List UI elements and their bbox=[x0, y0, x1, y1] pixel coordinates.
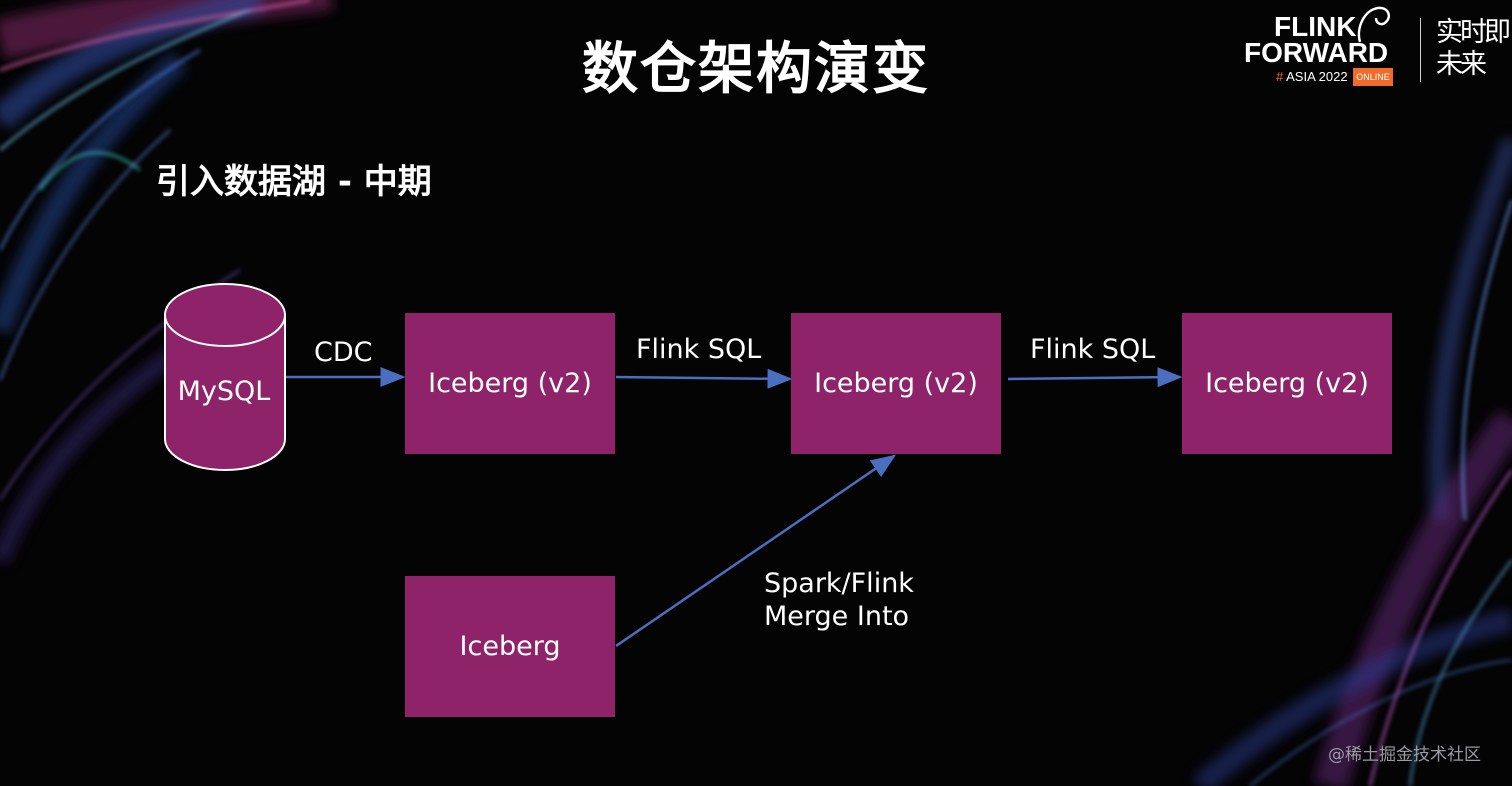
logo-divider bbox=[1420, 18, 1421, 82]
slide-title: 数仓架构演变 bbox=[582, 37, 930, 102]
logo-event: ASIA 2022 bbox=[1286, 69, 1348, 84]
edge-label-merge-line2: Merge Into bbox=[764, 601, 910, 632]
logo-line-flink: FLINK bbox=[1274, 11, 1357, 42]
mysql-database-icon bbox=[164, 283, 286, 471]
edge-label-cdc: CDC bbox=[314, 337, 373, 368]
node-iceberg-source: Iceberg bbox=[405, 576, 615, 717]
watermark: @稀土掘金技术社区 bbox=[1328, 745, 1481, 765]
arrow-flink-sql-1 bbox=[615, 368, 793, 389]
edge-label-flink-sql-1: Flink SQL bbox=[636, 334, 762, 365]
node-iceberg-v2-second: Iceberg (v2) bbox=[791, 313, 1001, 454]
node-mysql: MySQL bbox=[177, 376, 271, 407]
edge-label-flink-sql-2: Flink SQL bbox=[1030, 334, 1156, 365]
logo-hash: # bbox=[1276, 69, 1284, 84]
edge-label-merge-line1: Spark/Flink bbox=[764, 568, 914, 599]
node-iceberg-v2-first: Iceberg (v2) bbox=[405, 313, 615, 454]
logo-event-line: # ASIA 2022 ONLINE bbox=[1276, 68, 1393, 86]
flink-forward-logo: FLINK FORWARD # ASIA 2022 ONLINE 实时即 未来 bbox=[1238, 6, 1511, 86]
logo-line-forward: FORWARD bbox=[1244, 37, 1389, 68]
logo-tagline-bottom: 未来 bbox=[1436, 49, 1487, 79]
arrow-flink-sql-2 bbox=[1007, 367, 1183, 388]
logo-online-badge: ONLINE bbox=[1353, 68, 1393, 86]
squirrel-icon bbox=[1357, 6, 1390, 43]
section-subtitle: 引入数据湖 - 中期 bbox=[156, 162, 432, 202]
node-iceberg-v2-third: Iceberg (v2) bbox=[1182, 313, 1392, 454]
arrow-merge-into bbox=[615, 454, 897, 648]
logo-tagline-top: 实时即 bbox=[1436, 17, 1511, 47]
